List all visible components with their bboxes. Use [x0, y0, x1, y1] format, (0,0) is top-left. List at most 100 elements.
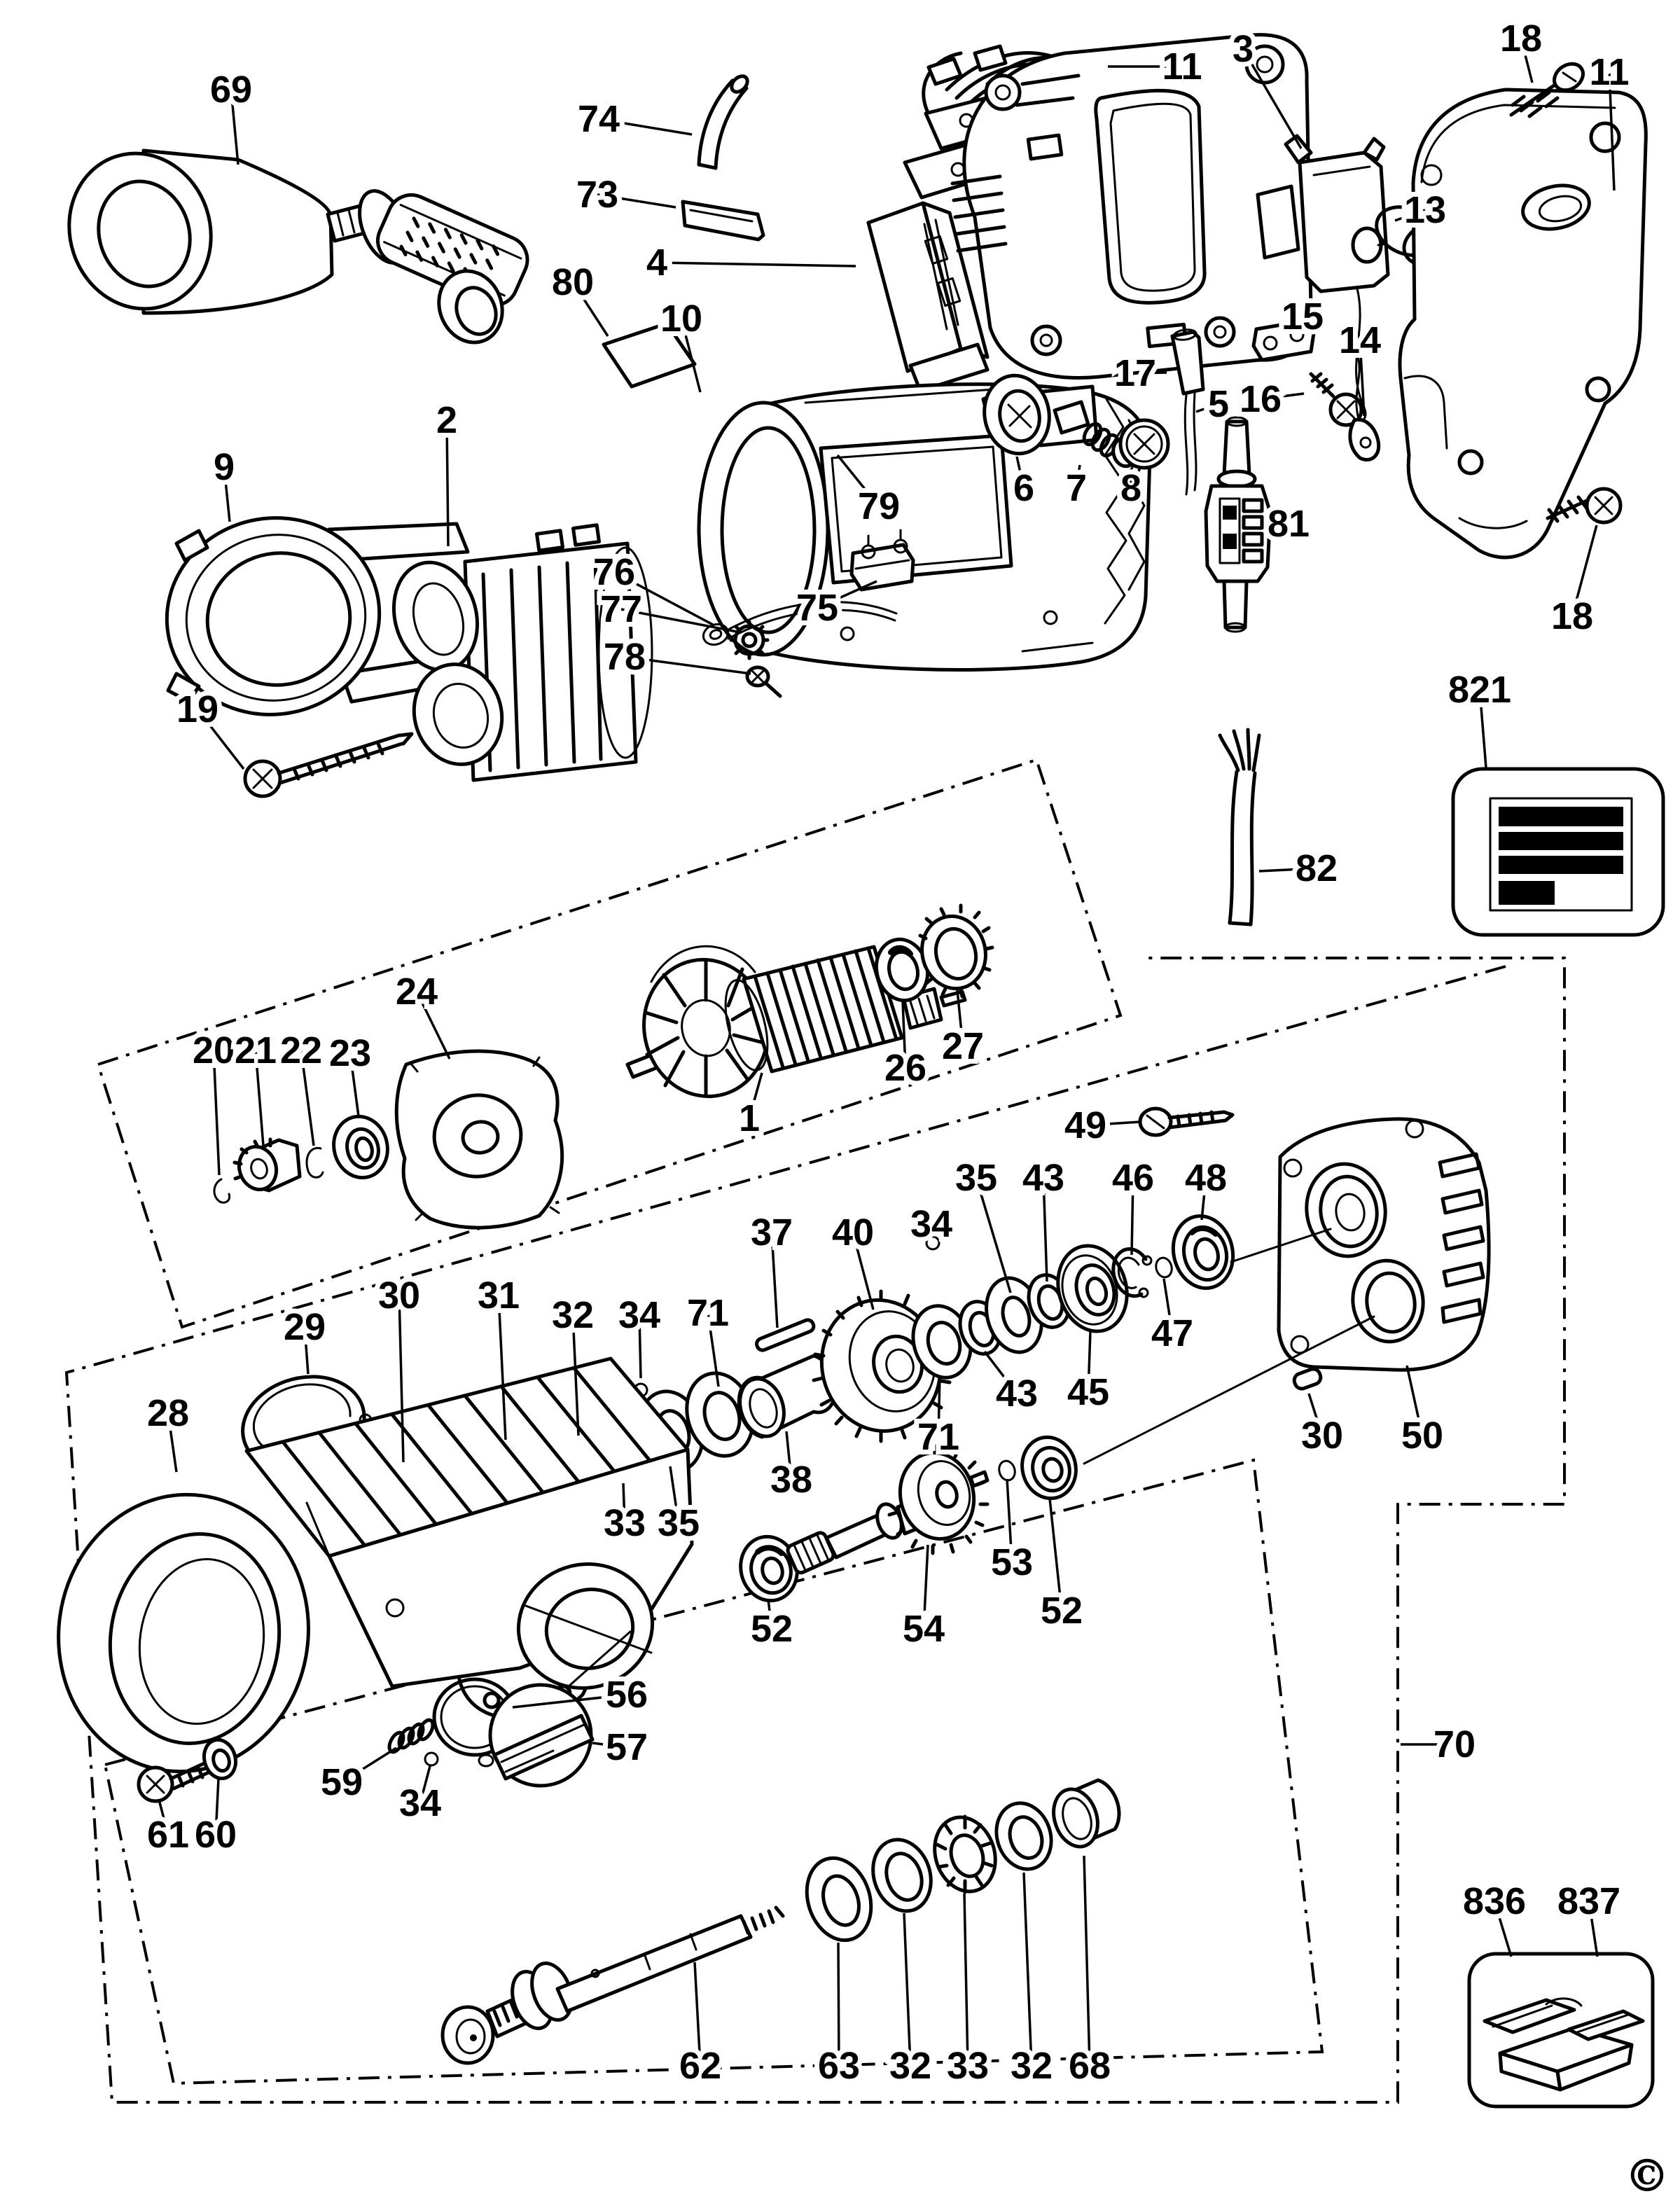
leader-line-78 — [624, 655, 751, 675]
part-label-77: 77 — [600, 588, 642, 630]
part-label-15: 15 — [1282, 296, 1324, 338]
part-label-82: 82 — [1296, 847, 1338, 889]
part-label-18-top: 18 — [1500, 18, 1542, 60]
leader-line-34-mid — [638, 1314, 642, 1379]
screw-18-top-part — [1509, 62, 1585, 118]
rating-plate-part — [1451, 767, 1665, 937]
ring-27-part — [918, 903, 994, 999]
leader-line-7 — [1075, 464, 1081, 489]
part-label-4: 4 — [646, 242, 667, 284]
leader-line-31 — [497, 1295, 507, 1440]
part-label-837: 837 — [1557, 1880, 1620, 1922]
needle-bearing-33-b-part — [933, 1814, 997, 1894]
armature-part — [625, 945, 967, 1099]
leader-line-49 — [1085, 1120, 1141, 1127]
sleeve-38-part — [737, 1354, 838, 1439]
leader-line-52-right — [1048, 1498, 1063, 1611]
part-label-21: 21 — [235, 1029, 277, 1071]
leader-line-27 — [956, 990, 964, 1047]
leader-line-837 — [1588, 1901, 1599, 1957]
terminal-part — [1348, 353, 1381, 461]
leader-line-8 — [1130, 467, 1141, 489]
leader-line-52-left — [767, 1599, 773, 1630]
bearing-26-part — [874, 937, 930, 1003]
spindle-part — [440, 1905, 785, 2065]
part-label-45: 45 — [1067, 1371, 1109, 1413]
bearing-23-part — [332, 1114, 389, 1180]
leader-line-71-top — [707, 1312, 720, 1387]
part-label-38: 38 — [770, 1459, 812, 1501]
leader-line-47 — [1162, 1278, 1174, 1334]
gear-case-part — [1083, 1117, 1491, 1465]
oring-47-part — [1155, 1256, 1173, 1279]
leader-line-4 — [656, 261, 856, 268]
part-label-27: 27 — [942, 1025, 984, 1067]
carbon-brush-part — [681, 200, 765, 242]
ball-34-bottom-part — [424, 1751, 439, 1767]
part-label-28: 28 — [147, 1392, 189, 1434]
washer-60-part — [202, 1737, 238, 1781]
leader-line-56 — [512, 1693, 627, 1709]
bracket-part — [1251, 319, 1316, 362]
assembly-boundaries — [64, 758, 1566, 2104]
field-coil-part — [391, 523, 653, 782]
bearing-52-right-part — [1020, 1435, 1078, 1501]
handle-housing-right-part — [1398, 88, 1648, 560]
part-label-11-right: 11 — [1589, 51, 1629, 93]
part-label-59: 59 — [321, 1761, 363, 1803]
leader-line-71-mid — [937, 1375, 941, 1438]
leader-line-3 — [1242, 48, 1303, 149]
part-label-62: 62 — [679, 2045, 721, 2087]
part-label-47: 47 — [1151, 1312, 1193, 1354]
leader-line-74 — [598, 118, 693, 136]
screw-78-part — [745, 665, 782, 698]
fan-baffle-part — [165, 516, 492, 716]
part-label-71-mid: 71 — [917, 1416, 959, 1458]
part-label-37: 37 — [751, 1211, 793, 1254]
part-label-1: 1 — [739, 1097, 760, 1139]
part-label-34-mid: 34 — [618, 1294, 660, 1336]
leader-line-75 — [817, 580, 877, 609]
leader-line-37 — [770, 1232, 779, 1328]
leader-line-32-top — [571, 1314, 580, 1436]
part-label-73: 73 — [576, 174, 618, 216]
ring-22-part — [305, 1146, 324, 1179]
leader-line-35-top — [975, 1177, 1012, 1293]
brush-cap-part — [1118, 418, 1170, 470]
ring-53-part — [998, 1459, 1016, 1482]
leader-line-15 — [1284, 315, 1304, 335]
leader-line-34-top — [930, 1223, 934, 1237]
part-label-48: 48 — [1185, 1157, 1227, 1199]
part-label-34-top: 34 — [910, 1203, 952, 1245]
part-label-20: 20 — [193, 1029, 235, 1071]
sleeve-bearing-68-part — [1052, 1778, 1121, 1849]
part-label-43-top: 43 — [1022, 1157, 1064, 1199]
label-plate-part — [602, 321, 697, 389]
leader-line-60 — [214, 1778, 220, 1835]
washer-32-b1-part — [871, 1838, 933, 1913]
star-washer-part — [729, 620, 770, 660]
part-label-32-b1: 32 — [889, 2045, 931, 2087]
leader-line-22 — [300, 1050, 315, 1146]
leader-line-16 — [1260, 392, 1305, 401]
part-label-79: 79 — [858, 485, 900, 527]
part-label-821: 821 — [1448, 669, 1511, 711]
screw-18-bottom-part — [1546, 487, 1623, 525]
leader-line-57 — [592, 1742, 627, 1749]
part-label-10: 10 — [660, 298, 702, 340]
part-label-56: 56 — [606, 1674, 648, 1716]
part-label-43-mid: 43 — [996, 1373, 1038, 1415]
part-label-54: 54 — [903, 1608, 945, 1650]
kitbox-part — [1467, 1952, 1655, 2109]
part-label-16: 16 — [1240, 378, 1282, 420]
terminal-block-part — [849, 529, 915, 592]
leader-line-11-right — [1608, 71, 1616, 191]
leader-line-79 — [836, 454, 880, 508]
leader-line-32-b1 — [903, 1912, 912, 2067]
washer-63-part — [805, 1856, 873, 1943]
bearing-retainer-part — [981, 373, 1051, 456]
switch-part — [1256, 134, 1390, 420]
leader-line-28 — [167, 1412, 178, 1473]
pin-37-part — [755, 1318, 816, 1352]
